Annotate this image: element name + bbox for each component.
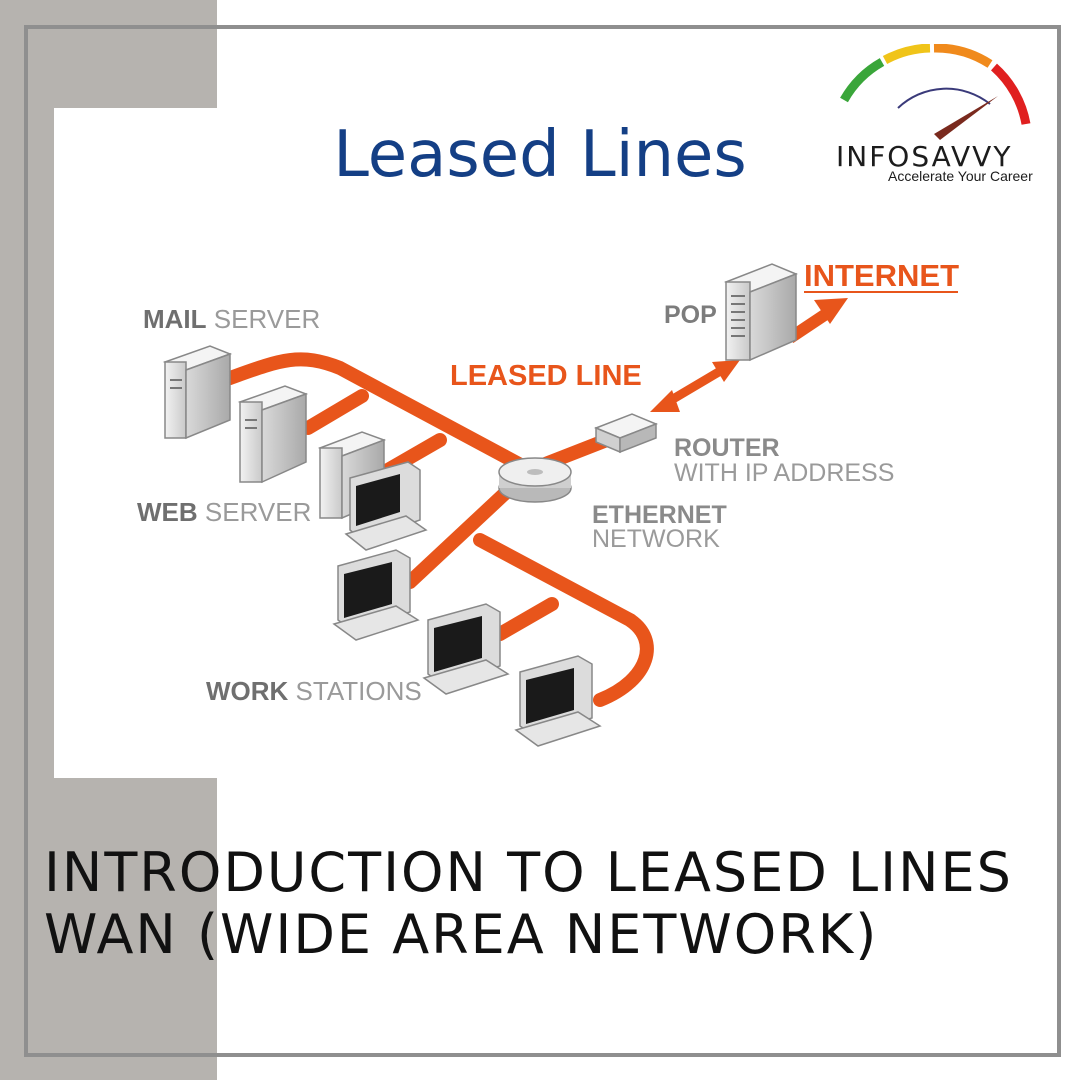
router-label-line1: ROUTER — [674, 434, 780, 462]
content-frame — [24, 25, 1061, 1057]
pop-label: POP — [664, 301, 717, 329]
caption-line-2: WAN (WIDE AREA NETWORK) — [44, 903, 879, 966]
speedometer-inner-arc — [897, 87, 991, 109]
page-title: Leased Lines — [333, 118, 747, 192]
speedometer-needle — [934, 96, 998, 140]
ethernet-label-line1: ETHERNET — [592, 501, 727, 529]
pop-server-icon — [723, 263, 799, 362]
internet-arrow — [786, 298, 848, 343]
mail-server-icon — [162, 345, 233, 440]
leased-line-label: LEASED LINE — [450, 360, 642, 392]
speedometer-arc-icon — [840, 44, 1031, 125]
ethernet-hub-icon — [498, 457, 572, 503]
caption-line-1: INTRODUCTION TO LEASED LINES — [44, 841, 1013, 904]
leased-line-arrow — [650, 360, 740, 412]
router-icon — [593, 413, 659, 454]
router-label-line2: WITH IP ADDRESS — [674, 459, 894, 487]
logo-wordmark: INFOSAVVY — [836, 140, 1013, 173]
background-band-top — [0, 0, 217, 108]
workstation-icon — [514, 655, 602, 747]
caption-heading: INTRODUCTION TO LEASED LINES WAN (WIDE A… — [44, 842, 1044, 966]
web-server-label: WEB SERVER — [137, 497, 311, 527]
work-stations-label: WORK STATIONS — [206, 676, 422, 706]
logo-tagline: Accelerate Your Career — [888, 168, 1033, 184]
web-server-icon — [237, 385, 309, 484]
workstation-icon — [332, 549, 420, 641]
mail-server-label: MAIL SERVER — [143, 304, 320, 334]
internet-label: INTERNET — [804, 258, 959, 293]
ethernet-label-line2: NETWORK — [592, 525, 720, 553]
server-workstation-icon — [317, 431, 428, 551]
infosavvy-logo — [840, 44, 1031, 140]
workstation-icon — [422, 603, 510, 695]
background-band-bottom — [0, 778, 217, 1080]
